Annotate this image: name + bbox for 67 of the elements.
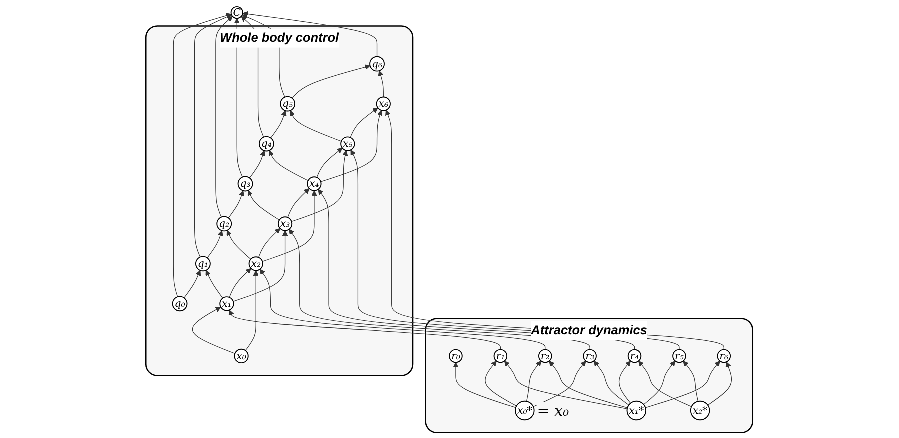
arrow bbox=[270, 110, 287, 139]
arrow bbox=[350, 108, 378, 138]
node-circle: x₂ bbox=[248, 256, 264, 272]
arrow bbox=[533, 360, 586, 408]
arrow bbox=[233, 230, 288, 302]
arrow bbox=[262, 190, 318, 262]
arrow bbox=[594, 360, 630, 406]
arrow bbox=[683, 360, 699, 402]
arrow bbox=[644, 360, 676, 406]
arrow bbox=[207, 230, 224, 258]
arrow bbox=[378, 70, 384, 98]
arrow bbox=[184, 270, 202, 298]
arrow bbox=[192, 306, 236, 354]
arrow bbox=[289, 229, 590, 350]
arrow bbox=[526, 360, 542, 402]
node-circle: r₅ bbox=[672, 349, 686, 364]
arrow bbox=[453, 362, 516, 408]
node-circle: x₀* bbox=[515, 400, 535, 421]
node-circle: r₄ bbox=[628, 349, 642, 364]
arrow bbox=[288, 188, 310, 218]
node-circle: q₀ bbox=[172, 296, 188, 312]
arrow bbox=[234, 18, 244, 178]
node-circle: q₁ bbox=[196, 256, 211, 272]
arrow bbox=[216, 16, 233, 218]
arrow bbox=[228, 190, 244, 218]
arrow bbox=[316, 148, 343, 178]
arrow bbox=[320, 110, 383, 182]
node-circle: x₂* bbox=[690, 400, 710, 421]
node-circle: r₃ bbox=[583, 349, 597, 364]
node-circle: C bbox=[230, 6, 244, 20]
node-circle: r₂ bbox=[538, 349, 552, 364]
node-circle: q₂ bbox=[216, 216, 232, 232]
node-circle: r₀ bbox=[449, 349, 463, 364]
arrow bbox=[485, 360, 518, 407]
node-circle: q₄ bbox=[258, 136, 274, 152]
node-circle: q₅ bbox=[280, 96, 296, 112]
node-circle: x₄ bbox=[307, 176, 322, 192]
arrow bbox=[549, 360, 628, 408]
arrow bbox=[292, 64, 371, 99]
arrow bbox=[206, 270, 224, 299]
node-circle: x₃ bbox=[278, 216, 293, 232]
arrow bbox=[268, 150, 309, 182]
node-circle: r₆ bbox=[717, 349, 732, 364]
arrow bbox=[290, 110, 342, 142]
arrow bbox=[226, 230, 252, 260]
arrow bbox=[645, 360, 720, 408]
arrow bbox=[618, 360, 632, 404]
arrow bbox=[248, 190, 280, 221]
node-circle: x₆ bbox=[376, 96, 391, 112]
arrow bbox=[708, 362, 732, 406]
arrow bbox=[242, 11, 378, 58]
node-circle: q₆ bbox=[370, 56, 385, 72]
arrow bbox=[245, 270, 259, 352]
node-circle: q₃ bbox=[238, 176, 254, 192]
node-circle: r₁ bbox=[494, 349, 508, 364]
arrow bbox=[260, 269, 546, 350]
arrow bbox=[250, 150, 266, 178]
arrow bbox=[291, 150, 348, 222]
arrow bbox=[228, 310, 501, 350]
arrow bbox=[504, 360, 628, 410]
arrow bbox=[638, 360, 692, 408]
node-circle: x₅ bbox=[340, 136, 356, 152]
node-circle: x₁* bbox=[626, 400, 647, 421]
arrow bbox=[258, 228, 281, 258]
node-circle: x₁ bbox=[220, 296, 234, 312]
arrow bbox=[229, 268, 252, 298]
node-circle: x₀ bbox=[234, 348, 249, 364]
